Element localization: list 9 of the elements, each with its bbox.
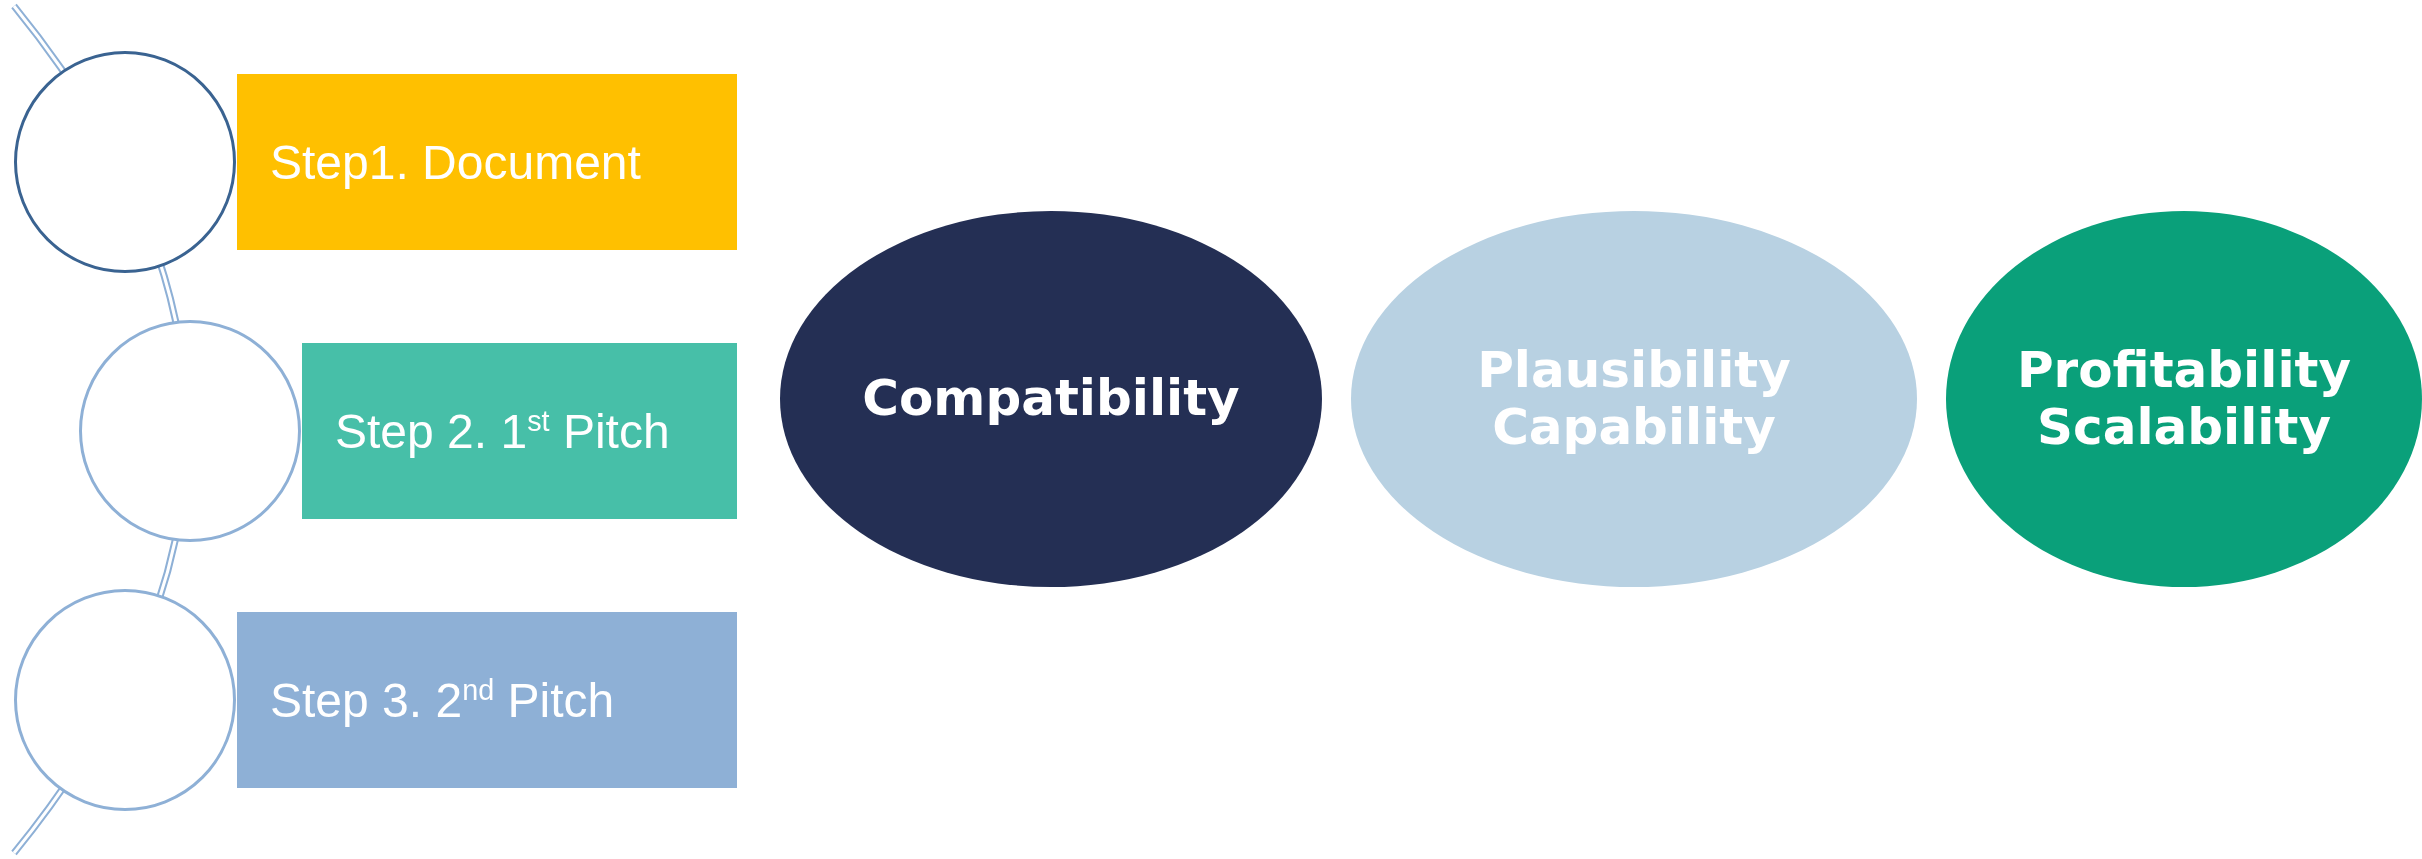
step-label: Step1. Document (270, 134, 641, 190)
step-bar (237, 74, 737, 250)
ellipse-label: Profitability Scalability (2015, 341, 2352, 457)
ellipse-label: Plausibility Capability (1476, 341, 1792, 457)
step-bar (237, 612, 737, 788)
ellipse-label: Compatibility (862, 370, 1240, 428)
step-bar (302, 343, 737, 519)
step-label: Step 3. 2$^{nd}$ Pitch (270, 672, 615, 728)
step-label: Step 2. 1$^{st}$ Pitch (335, 403, 670, 459)
